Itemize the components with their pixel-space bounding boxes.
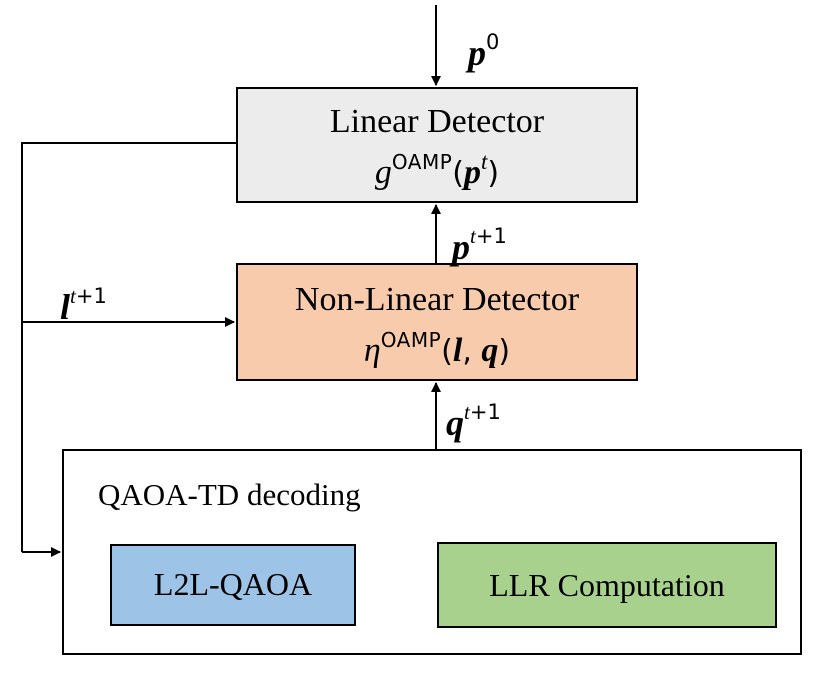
signal-l-next: lt+1 xyxy=(60,276,107,327)
nonlinear-detector-arg2: q xyxy=(481,332,499,369)
signal-p-next: pt+1 xyxy=(452,216,507,267)
signal-l-next-sup-var: t xyxy=(70,284,76,308)
signal-q-next-var: q xyxy=(446,403,464,443)
feedback-wire xyxy=(21,142,236,552)
llr-computation-label: LLR Computation xyxy=(489,567,725,603)
nonlinear-detector-arg1: l xyxy=(452,332,463,369)
nonlinear-detector-func-sup: OAMP xyxy=(380,328,442,352)
llr-computation-block: LLR Computation xyxy=(437,542,777,628)
signal-p-next-sup-rest: +1 xyxy=(475,224,507,248)
linear-detector-arg-sup: t xyxy=(481,149,488,174)
signal-p-next-var: p xyxy=(452,227,470,267)
qaoa-td-decoding-title: QAOA-TD decoding xyxy=(98,477,361,512)
signal-p0-var: p xyxy=(468,33,486,73)
linear-detector-arg: p xyxy=(464,154,481,191)
nonlinear-detector-block: Non-Linear Detector ηOAMP(l, q) xyxy=(236,263,638,381)
linear-detector-func-sup: OAMP xyxy=(391,150,453,174)
signal-p0: p0 xyxy=(468,22,499,73)
signal-p0-sup: 0 xyxy=(486,30,500,54)
signal-l-next-var: l xyxy=(60,287,71,327)
l2l-qaoa-label: L2L-QAOA xyxy=(153,566,313,602)
l2l-qaoa-block: L2L-QAOA xyxy=(110,544,356,626)
signal-q-next-sup-rest: +1 xyxy=(469,400,501,424)
nonlinear-detector-title: Non-Linear Detector xyxy=(294,281,580,318)
signal-l-next-sup-rest: +1 xyxy=(75,284,107,308)
linear-detector-title: Linear Detector xyxy=(329,103,545,140)
nonlinear-detector-func: η xyxy=(363,332,381,369)
signal-q-next-sup-var: t xyxy=(464,400,470,424)
nonlinear-detector-formula: ηOAMP(l, q) xyxy=(363,328,511,369)
linear-detector-block: Linear Detector gOAMP(pt) xyxy=(236,87,638,203)
linear-detector-func: g xyxy=(374,154,392,191)
linear-detector-formula: gOAMP(pt) xyxy=(374,149,500,191)
signal-q-next: qt+1 xyxy=(446,392,501,443)
signal-p-next-sup-var: t xyxy=(470,224,476,248)
